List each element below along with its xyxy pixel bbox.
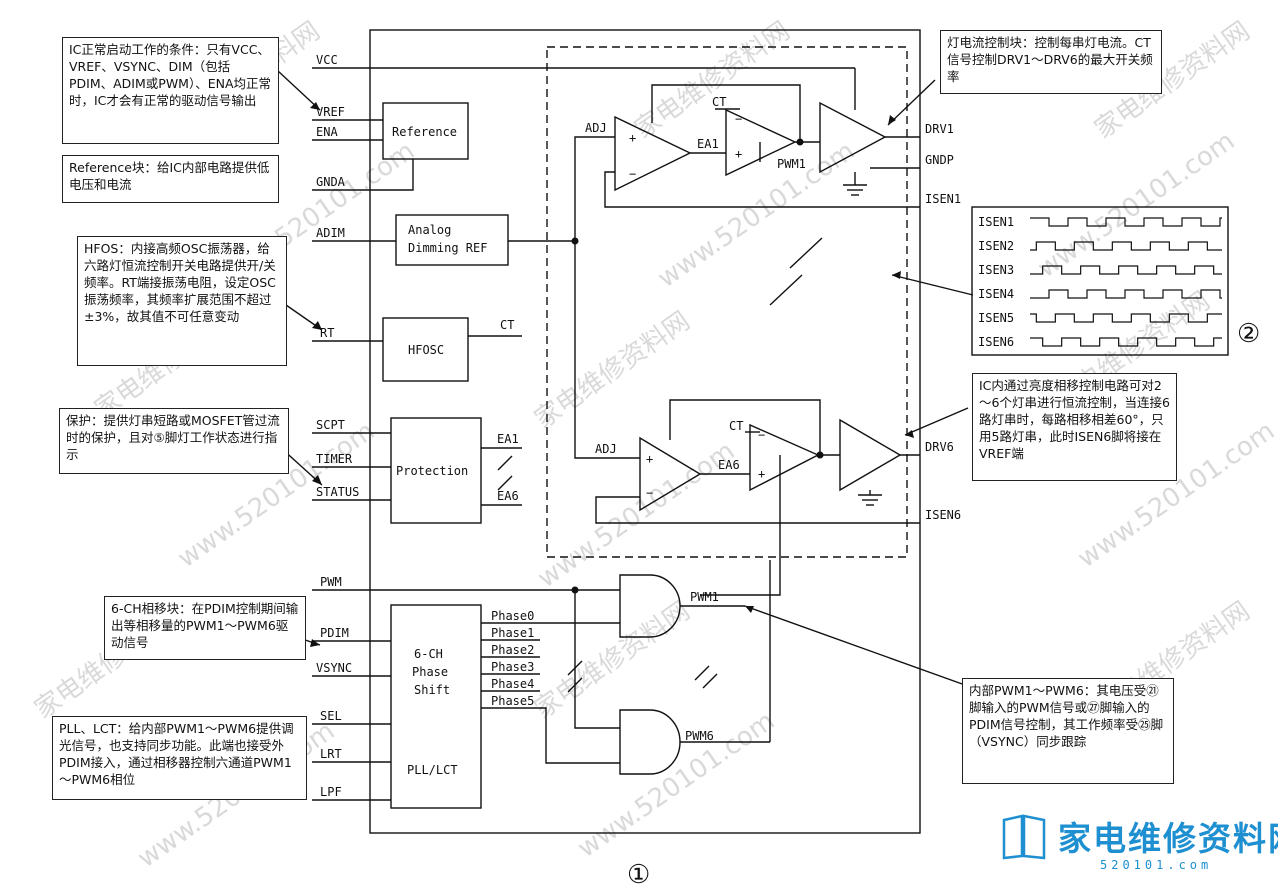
- pin-gnda: GNDA: [316, 175, 346, 189]
- pwm1-inner-label: PWM1: [777, 157, 806, 171]
- isen-waveform: [1030, 217, 1222, 227]
- note-phase-shift: 6-CH相移块：在PDIM控制期间输出等相移量的PWM1～PWM6驱动信号: [104, 596, 306, 660]
- protection-block: [390, 417, 482, 524]
- driver-6: [839, 418, 902, 492]
- marker-circle-1: ①: [627, 860, 650, 890]
- reference-label: Reference: [392, 125, 457, 139]
- isen-waveform: [1030, 337, 1222, 347]
- isen-waveform: [1030, 313, 1222, 323]
- pin-lpf: LPF: [320, 785, 342, 799]
- driver-1: [819, 101, 887, 174]
- minus-sign: −: [758, 428, 765, 442]
- logo-subtext: 520101.com: [1100, 858, 1213, 872]
- phase2-label: Phase2: [491, 643, 534, 657]
- adj-bottom-label: ADJ: [595, 442, 617, 456]
- reference-block: [382, 102, 469, 160]
- plus-sign: +: [646, 452, 653, 466]
- pwm-comparator-6: [749, 423, 820, 492]
- phase-shift-block: [390, 604, 482, 809]
- pin-adim: ADIM: [316, 226, 345, 240]
- note-phase-control: IC内通过亮度相移控制电路可对2～6个灯串进行恒流控制，当连接6路灯串时，每路相…: [972, 373, 1177, 481]
- isen-waveform: [1030, 289, 1222, 299]
- pin-status: STATUS: [316, 485, 359, 499]
- pwm1-out-label: PWM1: [690, 590, 719, 604]
- pin-vsync: VSYNC: [316, 661, 352, 675]
- pll-label: PLL/LCT: [407, 763, 458, 777]
- phase4-label: Phase4: [491, 677, 534, 691]
- isen-waveform: [1030, 241, 1222, 251]
- hfosc-label: HFOSC: [408, 343, 444, 357]
- phase-shift-label-1: 6-CH: [414, 647, 443, 661]
- phase5-label: Phase5: [491, 694, 534, 708]
- logo-text: 家电维修资料网: [1058, 819, 1278, 858]
- waveform-label: ISEN4: [978, 287, 1014, 301]
- phase-shift-label-3: Shift: [414, 683, 450, 697]
- minus-sign: −: [629, 167, 636, 181]
- minus-sign: −: [735, 112, 742, 126]
- pin-drv6: DRV6: [925, 440, 954, 454]
- prot-ea1-label: EA1: [497, 432, 519, 446]
- and-gate-pwm6: [619, 709, 681, 775]
- site-logo: 家电维修资料网 520101.com: [1000, 808, 1278, 880]
- pin-pdim: PDIM: [320, 626, 349, 640]
- ic-outline: [369, 29, 921, 834]
- protection-label: Protection: [396, 464, 468, 478]
- waveform-label: ISEN5: [978, 311, 1014, 325]
- waveform-label: ISEN2: [978, 239, 1014, 253]
- pin-ena: ENA: [316, 125, 338, 139]
- pin-lrt: LRT: [320, 747, 342, 761]
- note-protection: 保护：提供灯串短路或MOSFET管过流时的保护，且对⑤脚灯工作状态进行指示: [59, 408, 289, 474]
- phase3-label: Phase3: [491, 660, 534, 674]
- hfosc-block: [382, 317, 469, 382]
- pwm6-out-label: PWM6: [685, 729, 714, 743]
- pin-vref: VREF: [316, 105, 345, 119]
- note-ic-conditions: IC正常启动工作的条件：只有VCC、VREF、VSYNC、DIM（包括 PDIM…: [62, 37, 279, 144]
- waveform-label: ISEN6: [978, 335, 1014, 349]
- ea1-label: EA1: [697, 137, 719, 151]
- pin-sel: SEL: [320, 709, 342, 723]
- pin-isen6: ISEN6: [925, 508, 961, 522]
- note-lamp-control: 灯电流控制块：控制每串灯电流。CT信号控制DRV1～DRV6的最大开关频率: [940, 30, 1162, 94]
- ct-bottom-label: CT: [729, 419, 743, 433]
- phase1-label: Phase1: [491, 626, 534, 640]
- ea6-amplifier: [639, 436, 702, 512]
- pin-pwm: PWM: [320, 575, 342, 589]
- note-pwm-internal: 内部PWM1～PWM6：其电压受㉑脚输入的PWM信号或㉗脚输入的PDIM信号控制…: [962, 678, 1174, 784]
- plus-sign: +: [758, 467, 765, 481]
- adj-top-label: ADJ: [585, 121, 607, 135]
- minus-sign: −: [646, 486, 653, 500]
- lamp-control-region: [546, 46, 908, 558]
- pin-rt: RT: [320, 326, 334, 340]
- pin-timer: TIMER: [316, 452, 353, 466]
- ct-top-label: CT: [712, 95, 726, 109]
- analog-dimming-block: [395, 214, 509, 266]
- analog-label: Analog: [408, 223, 451, 237]
- pin-isen1: ISEN1: [925, 192, 961, 206]
- pin-scpt: SCPT: [316, 418, 345, 432]
- prot-ea6-label: EA6: [497, 489, 519, 503]
- pin-drv1: DRV1: [925, 122, 954, 136]
- ea1-amplifier: [614, 115, 692, 192]
- note-hfos: HFOS：内接高频OSC振荡器，给六路灯恒流控制开关电路提供开/关频率。RT端接…: [77, 236, 287, 366]
- phase-shift-label-2: Phase: [412, 665, 448, 679]
- plus-sign: +: [629, 131, 636, 145]
- pin-gndp: GNDP: [925, 153, 954, 167]
- note-reference: Reference块：给IC内部电路提供低电压和电流: [62, 155, 279, 203]
- book-icon: [1002, 814, 1046, 860]
- marker-circle-2: ②: [1237, 319, 1260, 349]
- phase0-label: Phase0: [491, 609, 534, 623]
- waveform-box: [971, 206, 1229, 356]
- plus-sign: +: [735, 147, 742, 161]
- ea6-label: EA6: [718, 458, 740, 472]
- pin-vcc: VCC: [316, 53, 338, 67]
- note-pll: PLL、LCT：给内部PWM1～PWM6提供调光信号，也支持同步功能。此端也接受…: [52, 716, 307, 800]
- dimming-ref-label: Dimming REF: [408, 241, 487, 255]
- waveform-label: ISEN1: [978, 215, 1014, 229]
- and-gate-pwm1: [619, 574, 681, 638]
- waveform-label: ISEN3: [978, 263, 1014, 277]
- ct-hfosc-label: CT: [500, 318, 514, 332]
- isen-waveform: [1030, 265, 1222, 275]
